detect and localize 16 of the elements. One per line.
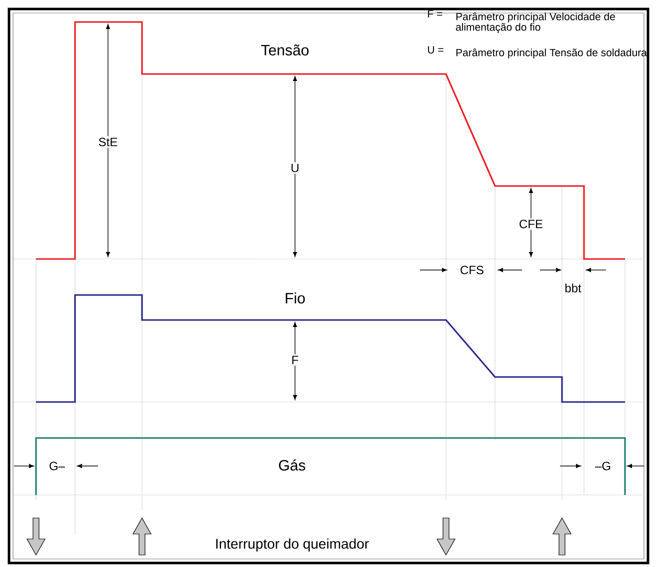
dimension-label: U bbox=[289, 162, 301, 174]
dimension-label: CFS bbox=[458, 264, 486, 276]
signal-name: Fio bbox=[286, 292, 305, 304]
note-key: F = bbox=[428, 10, 442, 18]
note-text: Parâmetro principal Tensão de soldadura bbox=[456, 48, 647, 58]
dimension-label: StE bbox=[96, 136, 120, 148]
dimension-label: bbt bbox=[563, 282, 583, 294]
dimension-label: –G bbox=[594, 460, 612, 472]
dimension-label: CFE bbox=[518, 218, 544, 230]
dimension-label: G– bbox=[48, 460, 66, 472]
note-key: U = bbox=[428, 46, 444, 54]
signal-name: Tensão bbox=[261, 44, 309, 56]
caption: Interruptor do queimador bbox=[216, 538, 369, 552]
signal-name: Gás bbox=[279, 459, 306, 471]
note-text: Parâmetro principal Velocidade de alimentação do fio bbox=[456, 12, 615, 33]
dimension-label: F bbox=[290, 354, 300, 366]
